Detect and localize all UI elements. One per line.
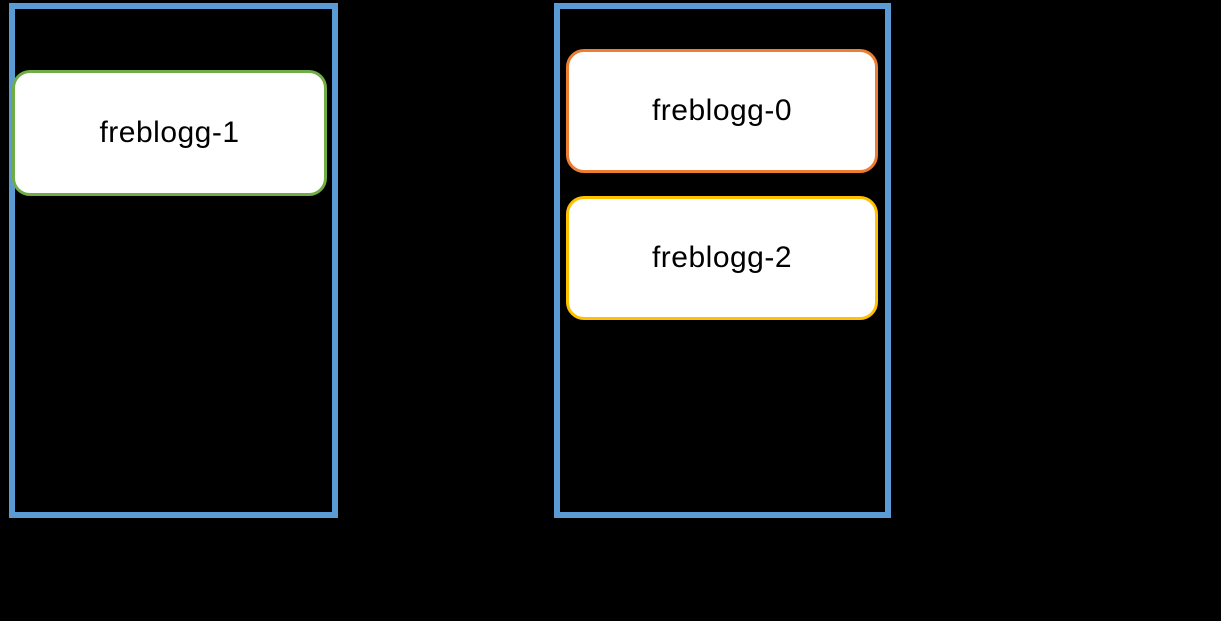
node-box-2: freblogg-0 freblogg-2 [554,3,891,518]
pod-label: freblogg-0 [651,94,793,127]
node-box-1: freblogg-1 [9,3,338,518]
pod-label: freblogg-2 [651,241,793,274]
pod-freblogg-1: freblogg-1 [12,70,327,196]
pod-label: freblogg-1 [99,116,240,149]
pod-freblogg-0: freblogg-0 [566,49,878,173]
pod-freblogg-2: freblogg-2 [566,196,878,320]
